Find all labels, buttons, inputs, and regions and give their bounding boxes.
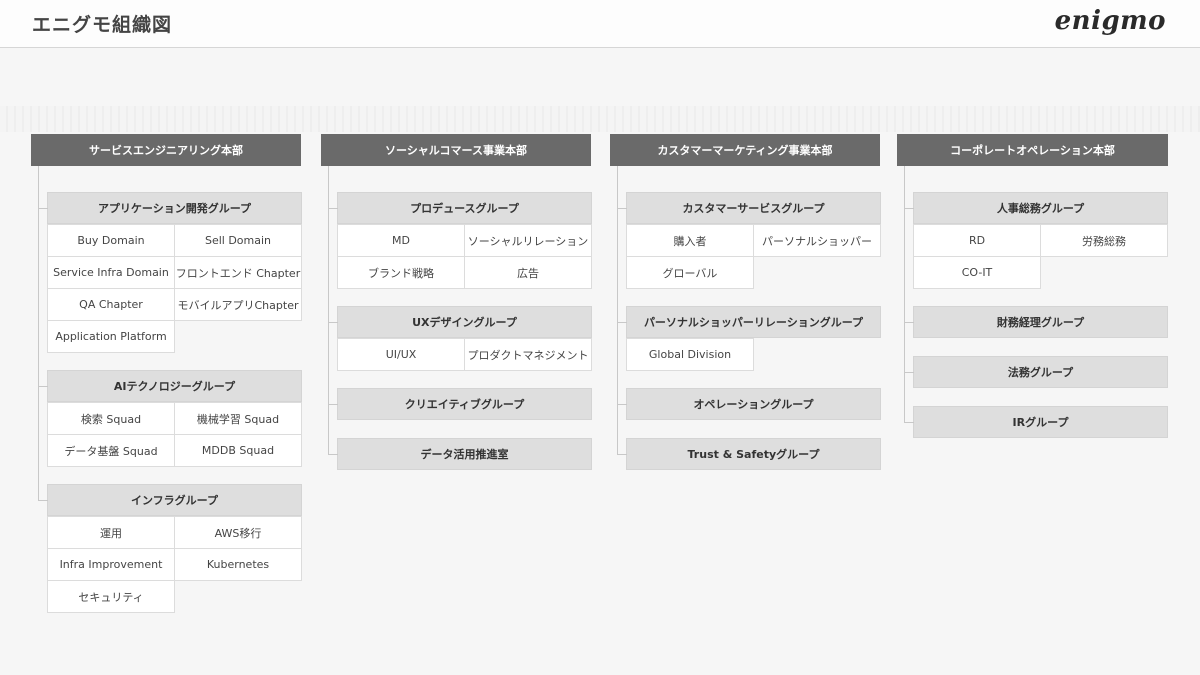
team-grid: 購入者パーソナルショッパーグローバル <box>626 224 881 289</box>
tree-branch-line <box>904 208 914 209</box>
tree-branch-line <box>328 322 338 323</box>
team-cell: 検索 Squad <box>47 402 175 435</box>
header-bar: エニグモ組織図 enigmo <box>0 0 1200 48</box>
tree-connector-line <box>904 166 905 422</box>
group-box: カスタマーサービスグループ購入者パーソナルショッパーグローバル <box>626 192 881 289</box>
team-cell: セキュリティ <box>47 580 175 613</box>
background-stripe <box>0 106 1200 132</box>
team-cell: Application Platform <box>47 320 175 353</box>
team-cell: RD <box>913 224 1041 257</box>
division-header: ソーシャルコマース事業本部 <box>321 134 591 166</box>
group-title: パーソナルショッパーリレーショングループ <box>626 306 881 338</box>
team-cell: ブランド戦略 <box>337 256 465 289</box>
team-cell: モバイルアプリChapter <box>174 288 302 321</box>
group-title: 法務グループ <box>913 356 1168 388</box>
team-cell: 運用 <box>47 516 175 549</box>
tree-connector-line <box>328 166 329 454</box>
group-title: アプリケーション開発グループ <box>47 192 302 224</box>
tree-branch-line <box>904 372 914 373</box>
team-cell: Sell Domain <box>174 224 302 257</box>
team-cell: UI/UX <box>337 338 465 371</box>
team-cell: MD <box>337 224 465 257</box>
team-cell: 労務総務 <box>1040 224 1168 257</box>
tree-branch-line <box>617 322 627 323</box>
group-box: オペレーショングループ <box>626 388 881 420</box>
team-cell: Global Division <box>626 338 754 371</box>
group-box: 法務グループ <box>913 356 1168 388</box>
group-title: AIテクノロジーグループ <box>47 370 302 402</box>
team-cell: 広告 <box>464 256 592 289</box>
tree-branch-line <box>617 454 627 455</box>
tree-branch-line <box>904 322 914 323</box>
tree-branch-line <box>904 422 914 423</box>
division-header: コーポレートオペレーション本部 <box>897 134 1168 166</box>
group-title: カスタマーサービスグループ <box>626 192 881 224</box>
tree-branch-line <box>328 404 338 405</box>
tree-branch-line <box>328 208 338 209</box>
group-box: 財務経理グループ <box>913 306 1168 338</box>
team-cell: Infra Improvement <box>47 548 175 581</box>
page-title: エニグモ組織図 <box>32 14 173 36</box>
division-header: サービスエンジニアリング本部 <box>31 134 301 166</box>
tree-branch-line <box>38 208 48 209</box>
group-title: Trust & Safetyグループ <box>626 438 881 470</box>
team-cell: パーソナルショッパー <box>753 224 881 257</box>
team-cell: フロントエンド Chapter <box>174 256 302 289</box>
tree-branch-line <box>617 404 627 405</box>
division-header: カスタマーマーケティング事業本部 <box>610 134 880 166</box>
team-cell: プロダクトマネジメント <box>464 338 592 371</box>
group-title: 財務経理グループ <box>913 306 1168 338</box>
group-title: インフラグループ <box>47 484 302 516</box>
tree-branch-line <box>38 500 48 501</box>
group-title: オペレーショングループ <box>626 388 881 420</box>
group-title: プロデュースグループ <box>337 192 592 224</box>
tree-connector-line <box>617 166 618 454</box>
team-cell: MDDB Squad <box>174 434 302 467</box>
group-title: IRグループ <box>913 406 1168 438</box>
team-grid: Global Division <box>626 338 881 371</box>
group-title: データ活用推進室 <box>337 438 592 470</box>
team-cell: グローバル <box>626 256 754 289</box>
team-cell: AWS移行 <box>174 516 302 549</box>
group-box: データ活用推進室 <box>337 438 592 470</box>
tree-connector-line <box>38 166 39 500</box>
tree-branch-line <box>328 454 338 455</box>
group-box: IRグループ <box>913 406 1168 438</box>
enigmo-logo: enigmo <box>1054 6 1166 36</box>
tree-branch-line <box>38 386 48 387</box>
group-box: Trust & Safetyグループ <box>626 438 881 470</box>
team-cell: Buy Domain <box>47 224 175 257</box>
team-cell: Kubernetes <box>174 548 302 581</box>
team-cell: データ基盤 Squad <box>47 434 175 467</box>
tree-branch-line <box>617 208 627 209</box>
team-cell: Service Infra Domain <box>47 256 175 289</box>
group-title: クリエイティブグループ <box>337 388 592 420</box>
group-box: クリエイティブグループ <box>337 388 592 420</box>
team-cell: 機械学習 Squad <box>174 402 302 435</box>
team-cell: QA Chapter <box>47 288 175 321</box>
team-cell: 購入者 <box>626 224 754 257</box>
team-cell: CO-IT <box>913 256 1041 289</box>
group-title: UXデザイングループ <box>337 306 592 338</box>
group-title: 人事総務グループ <box>913 192 1168 224</box>
team-cell: ソーシャルリレーション <box>464 224 592 257</box>
